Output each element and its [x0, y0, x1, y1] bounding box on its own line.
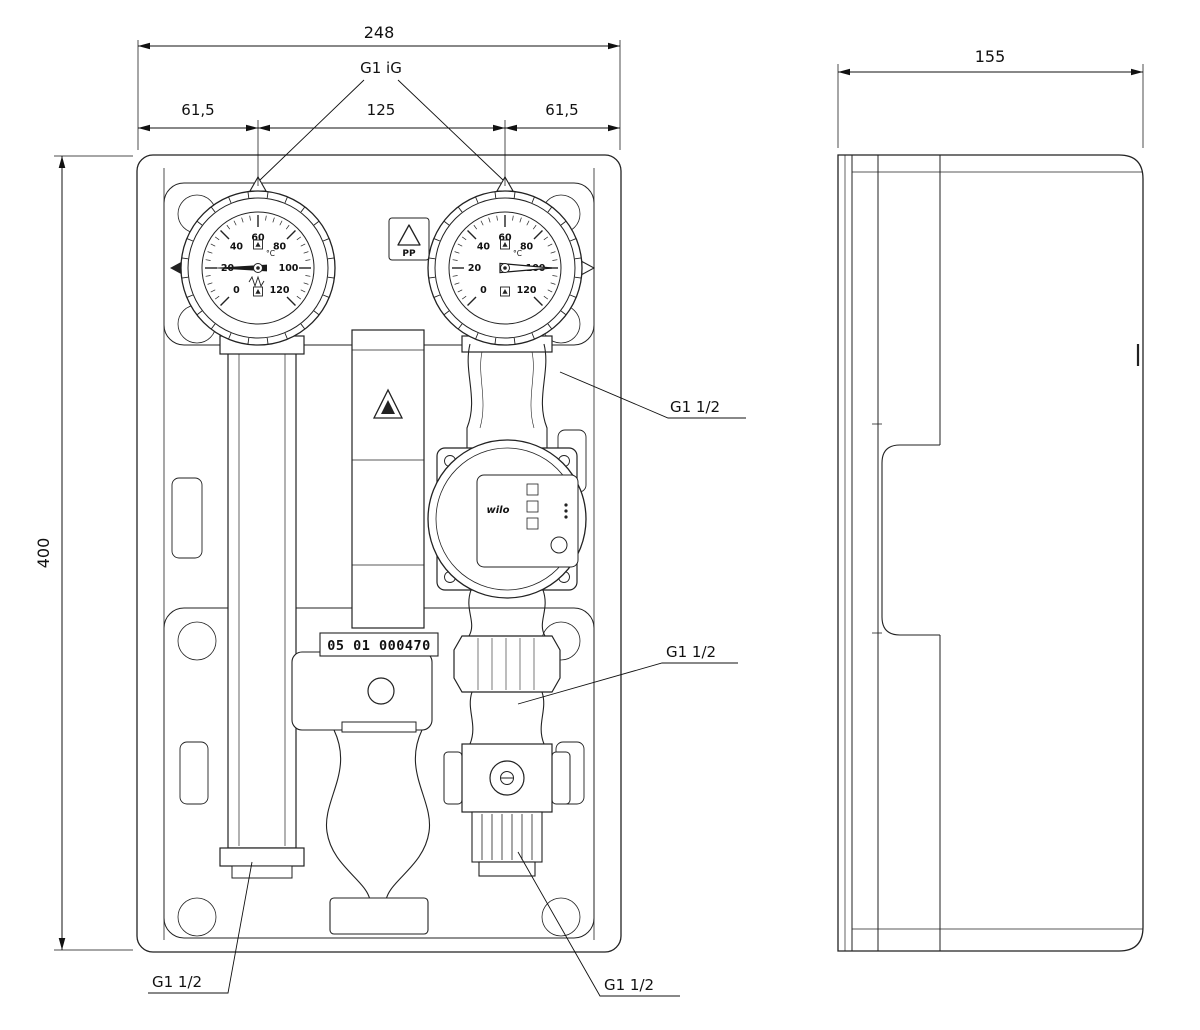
- gauge-unit: °C: [513, 249, 522, 258]
- serial-number-label: 05 01 000470: [327, 638, 431, 654]
- gauge-number: 60: [498, 233, 512, 244]
- gauge-needle: [211, 264, 267, 272]
- gauge-number: 20: [468, 263, 482, 274]
- leader-g1half-mid: [517, 662, 738, 705]
- thermometer-right: 020406080100120°C: [427, 190, 583, 346]
- gauge-number: 0: [233, 285, 240, 296]
- recycling-code-label: PP: [402, 249, 416, 259]
- flow-arrow-left-icon: [170, 261, 182, 275]
- pump: wilo: [427, 439, 587, 637]
- dim-248-label: 248: [364, 23, 395, 42]
- pump-label-plate: [476, 474, 579, 568]
- recycling-triangle-icon: [397, 224, 421, 246]
- gauge-number: 0: [480, 285, 487, 296]
- front-body-outline: [136, 154, 622, 953]
- dim-61-left-label: 61,5: [181, 101, 214, 119]
- dimensions: [54, 40, 1144, 997]
- serial-plate: 05 01 000470: [319, 632, 439, 657]
- gauge-number: 80: [520, 242, 534, 253]
- pump-display-icon: [526, 483, 539, 496]
- label-g1half-bottom-left: G1 1/2: [152, 973, 202, 991]
- thermometer-left: 020406080100120°C: [180, 190, 336, 346]
- dimension-labels: 248 61,5 125 61,5 G1 iG 400 155 G1 1/2 G…: [34, 23, 1005, 994]
- leader-g1half-bottom-right: [517, 851, 680, 997]
- gauge-number: 100: [279, 263, 299, 274]
- leader-g1half-upper: [559, 371, 746, 419]
- dim-155-label: 155: [975, 47, 1006, 66]
- leader-g1half-bottom-left: [148, 861, 253, 994]
- pump-button: [550, 536, 568, 554]
- dim-61-right-label: 61,5: [545, 101, 578, 119]
- recycling-symbol: PP: [388, 217, 430, 261]
- pump-display-icon: [526, 500, 539, 513]
- return-riser: [461, 335, 553, 452]
- center-column: [291, 329, 433, 935]
- left-supply-pipe: [219, 335, 305, 879]
- pump-display-icon: [526, 517, 539, 530]
- gauge-number: 40: [477, 242, 491, 253]
- label-g1half-mid: G1 1/2: [666, 643, 716, 661]
- ball-valve: [443, 691, 571, 877]
- label-g1half-upper: G1 1/2: [670, 398, 720, 416]
- valve-ribbed-section: [471, 811, 543, 863]
- pump-brand-label: wilo: [487, 505, 510, 516]
- label-g1-ig: G1 iG: [360, 59, 402, 77]
- dim-125-label: 125: [367, 101, 396, 119]
- dim-400-label: 400: [34, 538, 53, 569]
- label-g1half-bottom-right: G1 1/2: [604, 976, 654, 994]
- side-view: [837, 154, 1144, 952]
- side-handle-recess: [881, 444, 940, 636]
- gauge-number: 120: [270, 285, 290, 296]
- gauge-number: 120: [517, 285, 537, 296]
- gauge-number: 80: [273, 242, 287, 253]
- flow-arrow-right-icon: [581, 260, 596, 276]
- gauge-unit: °C: [266, 249, 275, 258]
- gauge-number: 40: [230, 242, 244, 253]
- bracket-hole: [367, 677, 395, 705]
- gauge-number: 60: [251, 233, 265, 244]
- union-nut: [453, 635, 561, 693]
- side-body-outline: [837, 154, 1144, 952]
- mounting-bracket: [291, 651, 433, 731]
